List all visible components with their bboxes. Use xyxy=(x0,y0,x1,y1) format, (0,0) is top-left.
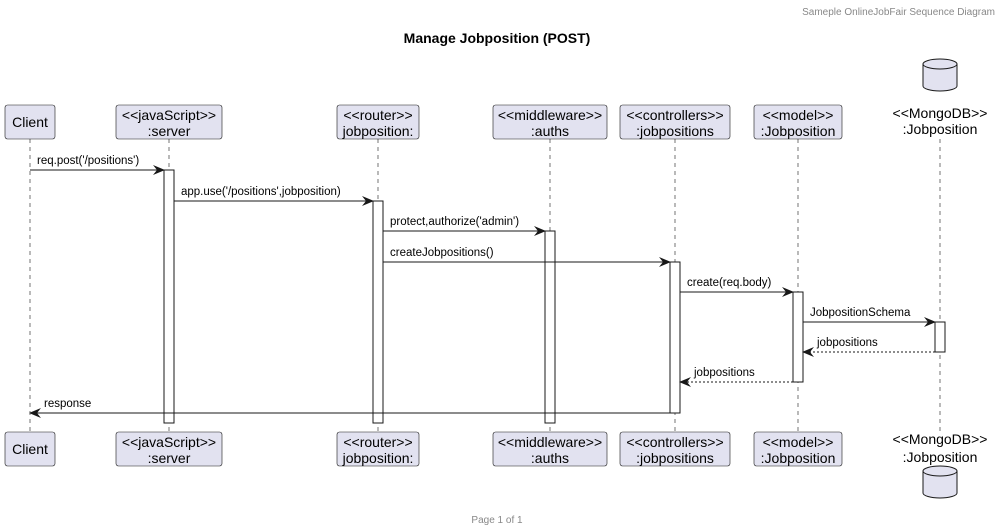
participant-label: jobposition: xyxy=(342,123,414,139)
participant-label: <<model>> xyxy=(763,107,834,123)
participant-label: <<javaScript>> xyxy=(122,434,216,450)
message-label: protect,authorize('admin') xyxy=(390,216,519,228)
participant-label: <<router>> xyxy=(343,434,412,450)
participant-label: Client xyxy=(12,114,48,130)
participant-label: :auths xyxy=(531,123,569,139)
page-number: Page 1 of 1 xyxy=(471,515,523,526)
participant-model-top: <<model>>:Jobposition xyxy=(753,104,843,140)
participant-label: :auths xyxy=(531,450,569,466)
database-cylinder-rim xyxy=(922,470,958,477)
activation-bar-mongo xyxy=(934,321,946,353)
participant-label: jobposition: xyxy=(342,450,414,466)
participant-box xyxy=(619,104,731,140)
participant-box xyxy=(115,104,223,140)
participant-label: <<MongoDB>> xyxy=(893,431,988,447)
participant-mongo-bottom: <<MongoDB>> :Jobposition xyxy=(893,431,988,499)
message-label: create(req.body) xyxy=(687,277,772,289)
participant-label: :server xyxy=(148,450,191,466)
participant-server-top: <<javaScript>>:server xyxy=(115,104,223,140)
participant-box xyxy=(619,431,731,467)
diagram-title: Manage Jobposition (POST) xyxy=(404,30,591,46)
participant-box xyxy=(4,431,56,467)
participant-label: :jobpositions xyxy=(636,123,714,139)
participant-box xyxy=(753,431,843,467)
participant-mongo-top: <<MongoDB>>:Jobposition xyxy=(893,58,988,137)
participant-label: :jobpositions xyxy=(636,450,714,466)
message-label: response xyxy=(44,398,91,410)
activation-bars xyxy=(163,169,946,424)
participant-router-top: <<router>>jobposition: xyxy=(336,104,420,140)
participant-box xyxy=(753,104,843,140)
database-cylinder-rim xyxy=(922,63,958,70)
participant-box xyxy=(492,431,608,467)
participant-label: :Jobposition xyxy=(903,121,978,137)
participant-label: <<javaScript>> xyxy=(122,107,216,123)
activation-bar-controllers xyxy=(669,261,681,414)
participant-server-bottom: <<javaScript>>:server xyxy=(115,431,223,467)
participant-box xyxy=(115,431,223,467)
activation-bar-model xyxy=(792,291,804,383)
participant-box xyxy=(492,104,608,140)
participant-box xyxy=(336,431,420,467)
participant-router-bottom: <<router>>jobposition: xyxy=(336,431,420,467)
participant-label: <<model>> xyxy=(763,434,834,450)
participant-label: :Jobposition xyxy=(761,123,836,139)
database-cylinder-body xyxy=(922,465,958,499)
participant-auths-top: <<middleware>>:auths xyxy=(492,104,608,140)
participant-client-top: Client xyxy=(4,104,56,140)
diagram-header-caption: Sameple OnlineJobFair Sequence Diagram xyxy=(802,7,995,18)
message-label: jobpositions xyxy=(816,337,878,349)
participant-label: :Jobposition xyxy=(761,450,836,466)
message-label: createJobpositions() xyxy=(390,247,494,259)
participant-label: <<MongoDB>> xyxy=(893,105,988,121)
message-label: app.use('/positions',jobposition) xyxy=(181,186,341,198)
participant-auths-bottom: <<middleware>>:auths xyxy=(492,431,608,467)
activation-bar-server xyxy=(163,169,175,424)
participant-box xyxy=(336,104,420,140)
participant-label: <<middleware>> xyxy=(498,107,602,123)
activation-bar-auths xyxy=(544,230,556,424)
participant-model-bottom: <<model>>:Jobposition xyxy=(753,431,843,467)
participant-label: <<router>> xyxy=(343,107,412,123)
participant-label: <<controllers>> xyxy=(626,107,723,123)
participants: ClientClient<<javaScript>>:server<<javaS… xyxy=(4,58,988,499)
participant-label: :server xyxy=(148,123,191,139)
participant-label: <<controllers>> xyxy=(626,434,723,450)
participant-controllers-top: <<controllers>>:jobpositions xyxy=(619,104,731,140)
participant-controllers-bottom: <<controllers>>:jobpositions xyxy=(619,431,731,467)
participant-label: <<middleware>> xyxy=(498,434,602,450)
messages: req.post('/positions') app.use('/position… xyxy=(29,155,936,418)
participant-client-bottom: Client xyxy=(4,431,56,467)
message-label: JobpositionSchema xyxy=(810,307,911,319)
database-cylinder-body xyxy=(922,58,958,92)
participant-box xyxy=(4,104,56,140)
participant-label: Client xyxy=(12,441,48,457)
participant-label: :Jobposition xyxy=(903,449,978,465)
message-label: jobpositions xyxy=(693,367,755,379)
activation-bar-router xyxy=(372,200,384,424)
message-label: req.post('/positions') xyxy=(37,155,139,167)
